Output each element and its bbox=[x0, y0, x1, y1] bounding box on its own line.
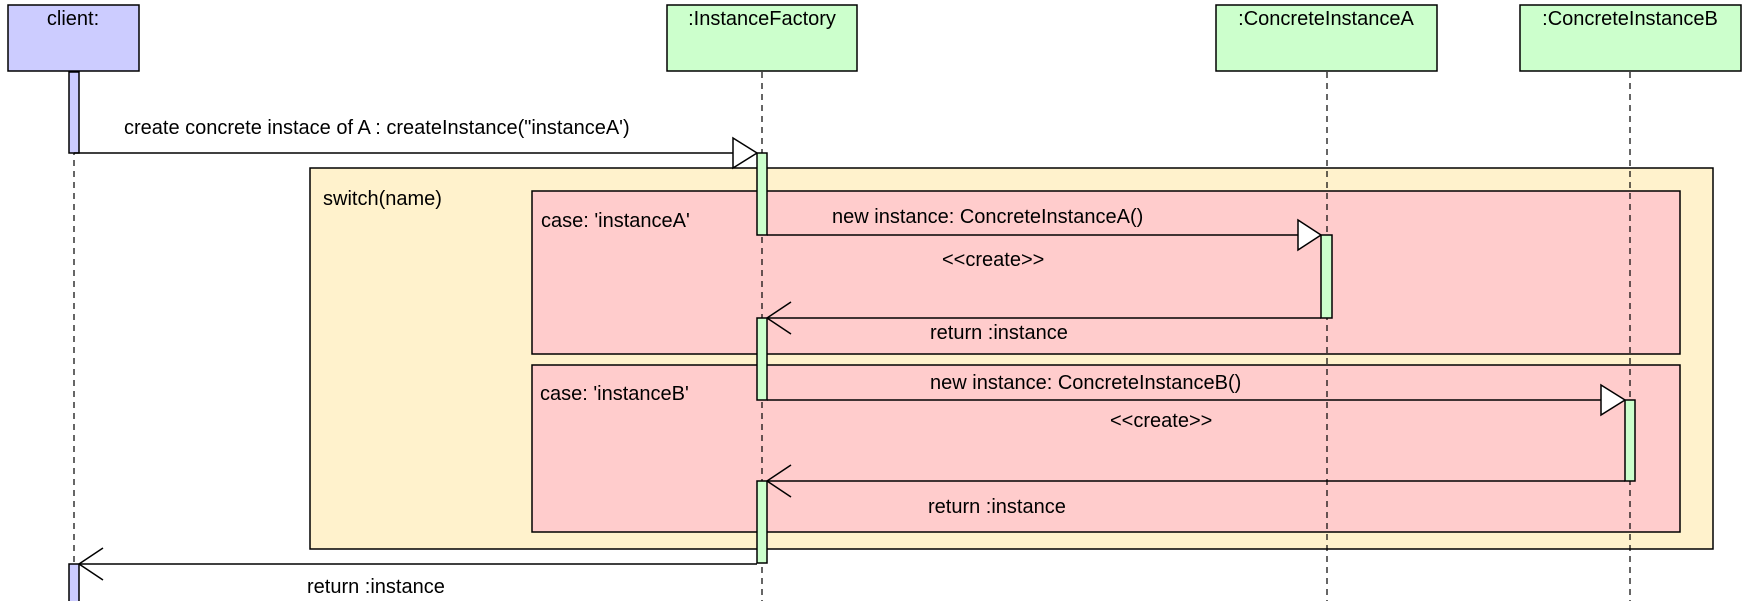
message-new-instance-b-arrowhead bbox=[1600, 383, 1627, 417]
message-return-client-arrowhead bbox=[77, 547, 104, 581]
client-head-box bbox=[7, 4, 140, 72]
case-instance-a-label: case: 'instanceA' bbox=[541, 210, 690, 232]
factory-lifeline-head: :InstanceFactory bbox=[666, 4, 858, 72]
message-return-b: return :instance bbox=[765, 464, 1625, 518]
client-activation-bar-return bbox=[68, 563, 80, 601]
message-return-client-label: return :instance bbox=[307, 576, 445, 598]
message-create-instance-arrowhead bbox=[732, 136, 759, 170]
client-lifeline-head: client: bbox=[7, 4, 140, 72]
message-new-instance-a-label: new instance: ConcreteInstanceA() bbox=[832, 206, 1143, 228]
message-return-a-label: return :instance bbox=[930, 322, 1068, 344]
factory-activation-bar bbox=[756, 152, 768, 236]
client-head-label: client: bbox=[47, 8, 99, 30]
message-new-instance-a-arrowhead bbox=[1297, 218, 1323, 252]
concrete-b-head-box bbox=[1519, 4, 1742, 72]
concrete-b-activation-bar bbox=[1624, 399, 1636, 482]
factory-activation-bar bbox=[756, 317, 768, 401]
message-return-a-arrowhead bbox=[765, 301, 792, 335]
factory-head-box bbox=[666, 4, 858, 72]
switch-fragment-label: switch(name) bbox=[323, 188, 442, 210]
client-activation-bar bbox=[68, 71, 80, 154]
message-create-instance: create concrete instace of A : createIns… bbox=[74, 117, 759, 170]
concrete-b-lifeline-head: :ConcreteInstanceB bbox=[1519, 4, 1742, 72]
factory-activation-bar bbox=[756, 480, 768, 564]
case-instance-a-box bbox=[531, 190, 1681, 355]
case-instance-b-label: case: 'instanceB' bbox=[540, 383, 689, 405]
concrete-a-head-box bbox=[1215, 4, 1438, 72]
case-instance-b-box bbox=[531, 364, 1681, 533]
factory-head-label: :InstanceFactory bbox=[688, 8, 836, 30]
message-new-instance-a-stereotype: <<create>> bbox=[942, 249, 1044, 271]
concrete-b-head-label: :ConcreteInstanceB bbox=[1542, 8, 1718, 30]
message-return-b-arrowhead bbox=[765, 464, 792, 498]
case-instance-a-fragment: case: 'instanceA' bbox=[531, 190, 1681, 355]
message-new-instance-b-label: new instance: ConcreteInstanceB() bbox=[930, 372, 1241, 394]
message-return-a: return :instance bbox=[765, 301, 1321, 344]
concrete-a-head-label: :ConcreteInstanceA bbox=[1238, 8, 1414, 30]
concrete-a-lifeline-head: :ConcreteInstanceA bbox=[1215, 4, 1438, 72]
message-return-client: return :instance bbox=[77, 547, 757, 598]
concrete-a-activation-bar bbox=[1320, 234, 1333, 319]
message-new-instance-b: new instance: ConcreteInstanceB() <<crea… bbox=[767, 372, 1627, 432]
case-instance-b-fragment: case: 'instanceB' bbox=[531, 364, 1681, 533]
message-new-instance-b-stereotype: <<create>> bbox=[1110, 410, 1212, 432]
message-new-instance-a: new instance: ConcreteInstanceA() <<crea… bbox=[767, 206, 1323, 271]
message-return-b-label: return :instance bbox=[928, 496, 1066, 518]
message-create-instance-label: create concrete instace of A : createIns… bbox=[124, 117, 630, 139]
